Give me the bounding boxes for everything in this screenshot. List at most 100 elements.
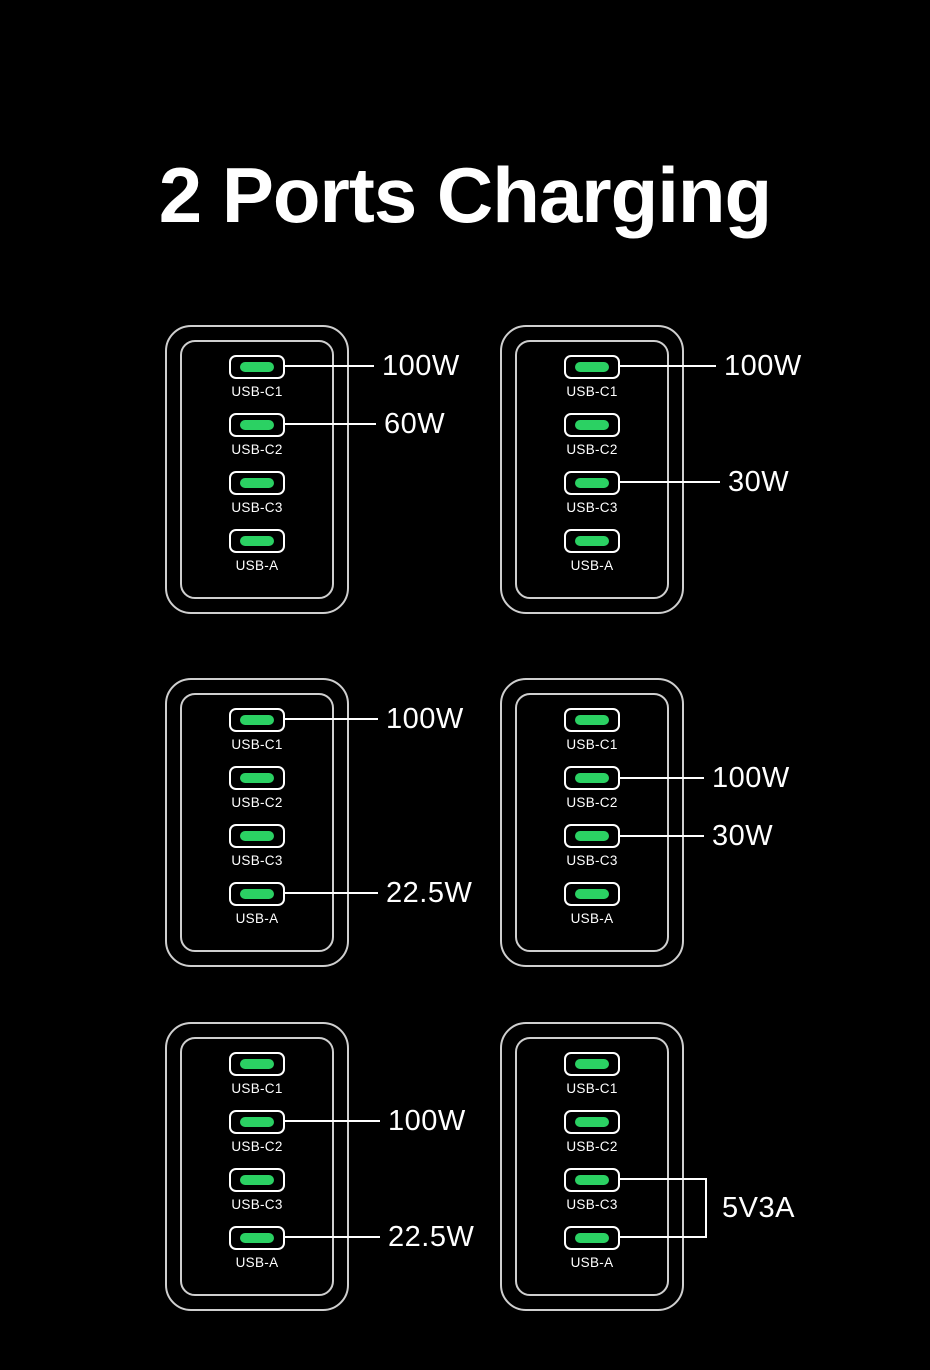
port-pin	[575, 715, 609, 725]
page-title: 2 Ports Charging	[158, 151, 772, 239]
port-pin	[575, 1117, 609, 1127]
port-usb-a: USB-A	[167, 882, 347, 926]
port-label: USB-A	[235, 558, 279, 573]
leader-line	[284, 1236, 380, 1238]
port-usb-a: USB-A	[167, 1226, 347, 1270]
charger-top-left: USB-C1 USB-C2 USB-C3 USB-A	[165, 325, 349, 614]
port-label: USB-A	[235, 911, 279, 926]
port-usb-a: USB-A	[502, 882, 682, 926]
charger-middle-left: USB-C1 USB-C2 USB-C3 USB-A	[165, 678, 349, 967]
port-usb-c1: USB-C1	[167, 1052, 347, 1096]
port-pin	[240, 1059, 274, 1069]
charger-body	[515, 693, 669, 952]
port-label: USB-A	[570, 1255, 614, 1270]
port-usb-c3: USB-C3	[502, 1168, 682, 1212]
port-label: USB-C1	[231, 737, 283, 752]
port-pin	[575, 1233, 609, 1243]
port-pin	[240, 773, 274, 783]
usb-a-port-icon	[564, 1226, 620, 1250]
port-pin	[240, 715, 274, 725]
charger-body	[515, 1037, 669, 1296]
leader-line	[619, 1178, 707, 1180]
annotation-label: 100W	[382, 350, 460, 382]
leader-line	[619, 1236, 707, 1238]
leader-line	[619, 777, 704, 779]
port-usb-c2: USB-C2	[167, 766, 347, 810]
port-pin	[240, 1117, 274, 1127]
port-label: USB-C3	[231, 1197, 283, 1212]
port-label: USB-C1	[231, 1081, 283, 1096]
port-label: USB-C3	[566, 1197, 618, 1212]
annotation-label: 30W	[712, 820, 774, 852]
port-pin	[575, 478, 609, 488]
charger-body	[515, 340, 669, 599]
port-pin	[240, 362, 274, 372]
charger-top-right: USB-C1 USB-C2 USB-C3 USB-A	[500, 325, 684, 614]
usb-c-port-icon	[229, 413, 285, 437]
annotation-label: 100W	[388, 1105, 466, 1137]
port-pin	[575, 420, 609, 430]
port-usb-c3: USB-C3	[167, 471, 347, 515]
port-label: USB-C3	[231, 500, 283, 515]
usb-c-port-icon	[564, 824, 620, 848]
charger-body	[180, 340, 334, 599]
usb-a-port-icon	[229, 529, 285, 553]
leader-line	[619, 365, 716, 367]
annotation-label: 22.5W	[386, 877, 473, 909]
usb-a-port-icon	[564, 529, 620, 553]
usb-c-port-icon	[229, 1168, 285, 1192]
port-usb-c1: USB-C1	[167, 708, 347, 752]
port-pin	[575, 536, 609, 546]
usb-a-port-icon	[229, 1226, 285, 1250]
port-usb-c3: USB-C3	[502, 824, 682, 868]
leader-line	[284, 718, 378, 720]
leader-line	[284, 1120, 380, 1122]
port-label: USB-A	[235, 1255, 279, 1270]
usb-c-port-icon	[564, 471, 620, 495]
port-label: USB-A	[570, 558, 614, 573]
port-label: USB-C2	[566, 442, 618, 457]
annotation-label: 5V3A	[722, 1192, 795, 1224]
port-usb-c2: USB-C2	[502, 766, 682, 810]
annotation-label: 100W	[712, 762, 790, 794]
port-pin	[240, 536, 274, 546]
usb-c-port-icon	[229, 1110, 285, 1134]
port-label: USB-C3	[566, 853, 618, 868]
port-usb-c2: USB-C2	[502, 1110, 682, 1154]
leader-bracket	[705, 1178, 707, 1238]
port-pin	[240, 478, 274, 488]
leader-line	[284, 365, 374, 367]
port-pin	[575, 1175, 609, 1185]
annotation-label: 60W	[384, 408, 446, 440]
port-usb-c2: USB-C2	[502, 413, 682, 457]
port-usb-c1: USB-C1	[502, 708, 682, 752]
port-usb-a: USB-A	[502, 529, 682, 573]
annotation-label: 22.5W	[388, 1221, 475, 1253]
charger-middle-right: USB-C1 USB-C2 USB-C3 USB-A	[500, 678, 684, 967]
usb-c-port-icon	[564, 1052, 620, 1076]
leader-line	[619, 835, 704, 837]
port-pin	[575, 773, 609, 783]
port-usb-c1: USB-C1	[502, 355, 682, 399]
port-usb-c1: USB-C1	[502, 1052, 682, 1096]
port-label: USB-C2	[231, 795, 283, 810]
port-usb-a: USB-A	[167, 529, 347, 573]
port-label: USB-C1	[231, 384, 283, 399]
leader-line	[284, 892, 378, 894]
port-label: USB-C2	[566, 795, 618, 810]
port-pin	[575, 889, 609, 899]
port-pin	[240, 420, 274, 430]
port-pin	[575, 831, 609, 841]
port-pin	[240, 831, 274, 841]
leader-line	[284, 423, 376, 425]
usb-a-port-icon	[564, 882, 620, 906]
port-pin	[240, 1175, 274, 1185]
usb-c-port-icon	[564, 413, 620, 437]
usb-c-port-icon	[229, 708, 285, 732]
port-pin	[575, 362, 609, 372]
charger-bottom-left: USB-C1 USB-C2 USB-C3 USB-A	[165, 1022, 349, 1311]
usb-c-port-icon	[564, 1168, 620, 1192]
annotation-label: 100W	[724, 350, 802, 382]
port-usb-c1: USB-C1	[167, 355, 347, 399]
